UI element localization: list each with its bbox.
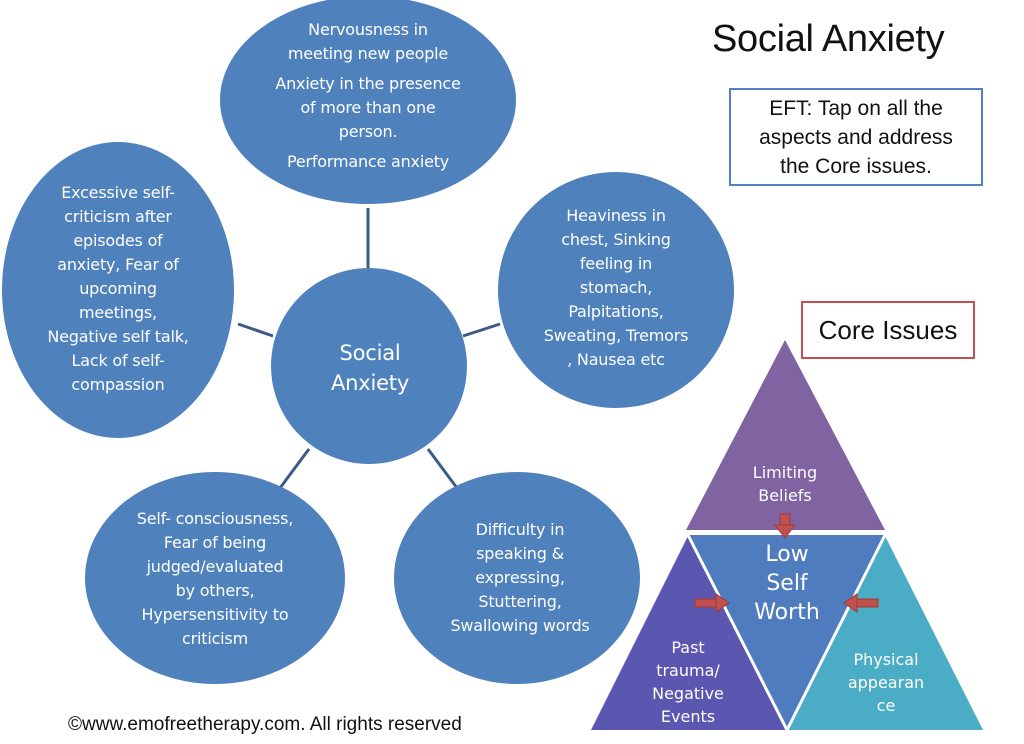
node-text-line: speaking & <box>476 544 564 563</box>
center-text-line: Anxiety <box>330 371 410 395</box>
node-text-line: Hypersensitivity to <box>141 605 289 624</box>
eft-note-line: aspects and address <box>759 125 953 149</box>
center-node-text: Social Anxiety <box>290 336 450 400</box>
node-text-line: compassion <box>71 375 165 394</box>
connector-left <box>237 322 274 338</box>
triangle-physical-appearance <box>787 536 983 730</box>
node-text-line: , Nausea etc <box>567 350 665 369</box>
node-text-line: chest, Sinking <box>561 230 671 249</box>
node-center <box>271 268 467 464</box>
node-text-line: upcoming <box>79 279 157 298</box>
node-bottom-right <box>394 472 640 684</box>
node-text-line: feeling in <box>579 254 653 273</box>
node-text-line: Negative self talk, <box>47 327 189 346</box>
node-text-line: criticism after <box>64 207 172 226</box>
page-title: Social Anxiety <box>712 18 945 60</box>
node-text-line: Self- consciousness, <box>136 509 294 528</box>
triangle-low-self-worth <box>689 535 884 728</box>
eft-note-box: EFT: Tap on all the aspects and address … <box>729 88 983 186</box>
node-right-text: Heaviness in chest, Sinking feeling in s… <box>516 202 716 374</box>
triangle-past-trauma <box>591 536 787 730</box>
node-text-line: person. <box>338 122 398 141</box>
node-bottom-right-text: Difficulty in speaking & expressing, Stu… <box>420 516 620 640</box>
tri-text-line: appearan <box>847 673 925 692</box>
node-text-line: Anxiety in the presence <box>275 74 461 93</box>
tri-text-line: Low <box>765 542 809 567</box>
tri-text-line: Past <box>671 638 705 657</box>
node-text-line: Performance anxiety <box>286 152 450 171</box>
tri-text-line: Beliefs <box>758 486 812 505</box>
eft-note-line: EFT: Tap on all the <box>769 96 943 120</box>
tri-text-line: ce <box>876 696 896 715</box>
node-left-text: Excessive self- criticism after episodes… <box>18 176 218 402</box>
limiting-beliefs-text: Limiting Beliefs <box>735 461 835 507</box>
separator-line <box>785 534 887 731</box>
node-text-line: Difficulty in <box>475 520 565 539</box>
tri-text-line: Self <box>766 571 808 596</box>
tri-text-line: Negative <box>652 684 724 703</box>
node-text-line: expressing, <box>475 568 565 587</box>
node-top <box>220 0 516 204</box>
core-issues-label: Core Issues <box>801 301 975 359</box>
node-text-line: Heaviness in <box>566 206 666 225</box>
node-text-line: Nervousness in <box>308 20 428 39</box>
node-text-line: Sweating, Tremors <box>543 326 689 345</box>
node-text-line: Swallowing words <box>450 616 590 635</box>
low-self-worth-text: Low Self Worth <box>737 540 837 627</box>
tri-text-line: trauma/ <box>656 661 720 680</box>
tri-text-line: Worth <box>754 600 820 625</box>
tri-text-line: Physical <box>853 650 919 669</box>
node-text-line: by others, <box>175 581 255 600</box>
node-text-line: stomach, <box>579 278 653 297</box>
connector-bottom-right <box>426 448 459 489</box>
node-text-line: Stuttering, <box>478 592 562 611</box>
center-text-line: Social <box>339 341 401 365</box>
arrow-left-icon <box>843 593 879 613</box>
past-trauma-text: Past trauma/ Negative Events <box>638 636 738 728</box>
node-right <box>498 172 734 408</box>
copyright-footer: ©www.emofreetherapy.com. All rights rese… <box>68 714 462 735</box>
node-left <box>2 142 234 438</box>
node-bottom-left <box>85 472 345 684</box>
node-text-line: Fear of being <box>163 533 267 552</box>
connector-bottom-left <box>278 448 311 489</box>
node-text-line: judged/evaluated <box>146 557 284 576</box>
node-text-line: Excessive self- <box>61 183 175 202</box>
separator-line <box>686 534 789 731</box>
node-text-line: episodes of <box>73 231 163 250</box>
node-text-line: anxiety, Fear of <box>57 255 179 274</box>
arrow-right-icon <box>694 593 730 613</box>
node-top-text: Nervousness in meeting new people Anxiet… <box>240 2 496 190</box>
tri-text-line: Limiting <box>752 463 818 482</box>
triangle-limiting-beliefs <box>686 340 885 530</box>
physical-appearance-text: Physical appearan ce <box>836 648 936 717</box>
node-text-line: meeting new people <box>287 44 449 63</box>
node-text-line: of more than one <box>300 98 436 117</box>
node-bottom-left-text: Self- consciousness, Fear of being judge… <box>105 506 325 652</box>
connector-right <box>462 322 501 338</box>
node-text-line: Lack of self- <box>71 351 165 370</box>
arrow-down-icon <box>773 513 797 539</box>
tri-text-line: Events <box>660 707 716 726</box>
node-text-line: Palpitations, <box>568 302 664 321</box>
node-text-line: criticism <box>182 629 248 648</box>
node-text-line: meetings, <box>79 303 157 322</box>
eft-note-line: the Core issues. <box>780 154 932 178</box>
